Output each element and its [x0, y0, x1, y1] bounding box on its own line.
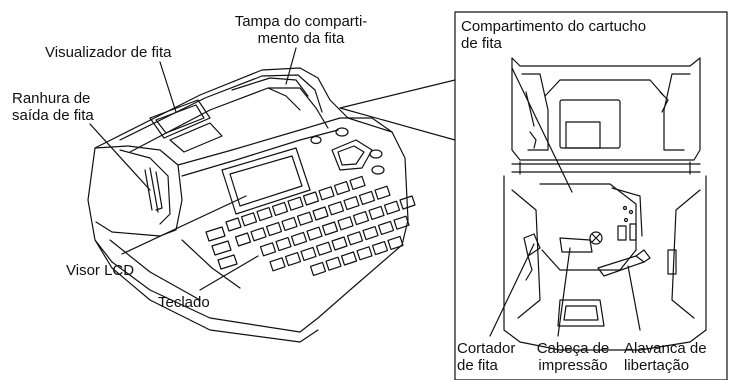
leader-lines-left [89, 47, 297, 291]
label-tape-cutter-line2: de fita [457, 357, 498, 374]
leader-lines-right [489, 67, 641, 337]
keyboard-key [300, 246, 317, 261]
keyboard-key [331, 236, 348, 251]
keyboard-key [383, 200, 401, 215]
keyboard-key [315, 241, 333, 256]
function-key [205, 226, 226, 242]
label-tape-cover: Tampa do comparti- mento da fita [226, 13, 376, 47]
label-tape-cassette-compartment-line2: de fita [461, 35, 502, 52]
keyboard-key [275, 237, 292, 252]
keyboard-key [281, 216, 298, 231]
tape-viewer-window [149, 99, 223, 153]
lcd-display-shape [221, 147, 311, 215]
label-print-head-line1: Cabeça de [536, 340, 610, 357]
keyboard-key [296, 211, 314, 226]
keyboard-key [256, 207, 273, 222]
tape-exit-slot-shape [144, 167, 163, 213]
inset-frame [454, 11, 728, 380]
keyboard-key [371, 241, 389, 256]
keyboard-key [399, 195, 416, 210]
keyboard-key [377, 220, 395, 235]
keyboard-key [250, 227, 267, 242]
label-lcd-display: Visor LCD [66, 262, 135, 279]
keyboard-key [284, 252, 302, 267]
keyboard-key [349, 175, 366, 190]
label-tape-viewer: Visualizador de fita [45, 44, 172, 61]
keyboard-key [318, 186, 335, 201]
callout-wedge [339, 79, 456, 141]
keyboard-key [374, 185, 391, 200]
label-keyboard: Teclado [158, 294, 210, 311]
keyboard-key [309, 261, 327, 276]
label-print-head: Cabeça de impressão [528, 340, 618, 374]
keyboard-shape [205, 175, 416, 276]
label-tape-cassette-compartment: Compartimento do cartucho de fita [461, 18, 646, 52]
function-key [217, 254, 238, 270]
keyboard-key [290, 231, 308, 246]
label-tape-exit-slot-line1: Ranhura de [12, 90, 91, 107]
label-tape-cover-line2: mento da fita [257, 30, 345, 47]
keyboard-key [287, 196, 304, 211]
keyboard-key [321, 221, 339, 236]
function-key [211, 240, 232, 256]
keyboard-key [337, 216, 354, 231]
keyboard-key [387, 235, 404, 250]
keyboard-key [312, 206, 329, 221]
keyboard-key [352, 211, 370, 226]
label-tape-cutter: Cortador de fita [457, 340, 515, 374]
keyboard-key [269, 257, 286, 272]
label-tape-cover-line1: Tampa do comparti- [234, 13, 368, 30]
keyboard-key [259, 242, 277, 257]
label-release-lever: Alavanca de libertação [624, 340, 707, 374]
label-tape-cassette-compartment-line1: Compartimento do cartucho [461, 18, 647, 35]
keyboard-key [346, 231, 364, 246]
label-release-lever-line2: libertação [624, 357, 690, 374]
keyboard-key [306, 226, 323, 241]
label-release-lever-line1: Alavanca de [624, 340, 707, 357]
label-tape-exit-slot-line2: saída de fita [12, 107, 94, 124]
label-tape-exit-slot: Ranhura de saída de fita [12, 90, 94, 124]
keyboard-key [327, 201, 345, 216]
open-compartment-illustration [503, 57, 707, 351]
keyboard-key [358, 190, 376, 205]
label-tape-cutter-line1: Cortador [457, 340, 516, 357]
keyboard-key [265, 222, 283, 237]
keyboard-key [333, 181, 351, 196]
keyboard-key [340, 251, 358, 266]
keyboard-key [325, 256, 342, 271]
keyboard-key [234, 232, 252, 247]
label-print-head-line2: impressão [538, 357, 608, 374]
keyboard-key [343, 196, 360, 211]
keyboard-key [356, 246, 373, 261]
keyboard-key [225, 217, 242, 232]
keyboard-key [393, 215, 410, 230]
keyboard-key [240, 212, 258, 227]
keyboard-key [368, 205, 385, 220]
label-printer-illustration [87, 67, 416, 343]
keyboard-key [362, 226, 379, 241]
navigation-keys [310, 127, 385, 175]
keyboard-key [302, 191, 320, 206]
keyboard-key [271, 201, 289, 216]
